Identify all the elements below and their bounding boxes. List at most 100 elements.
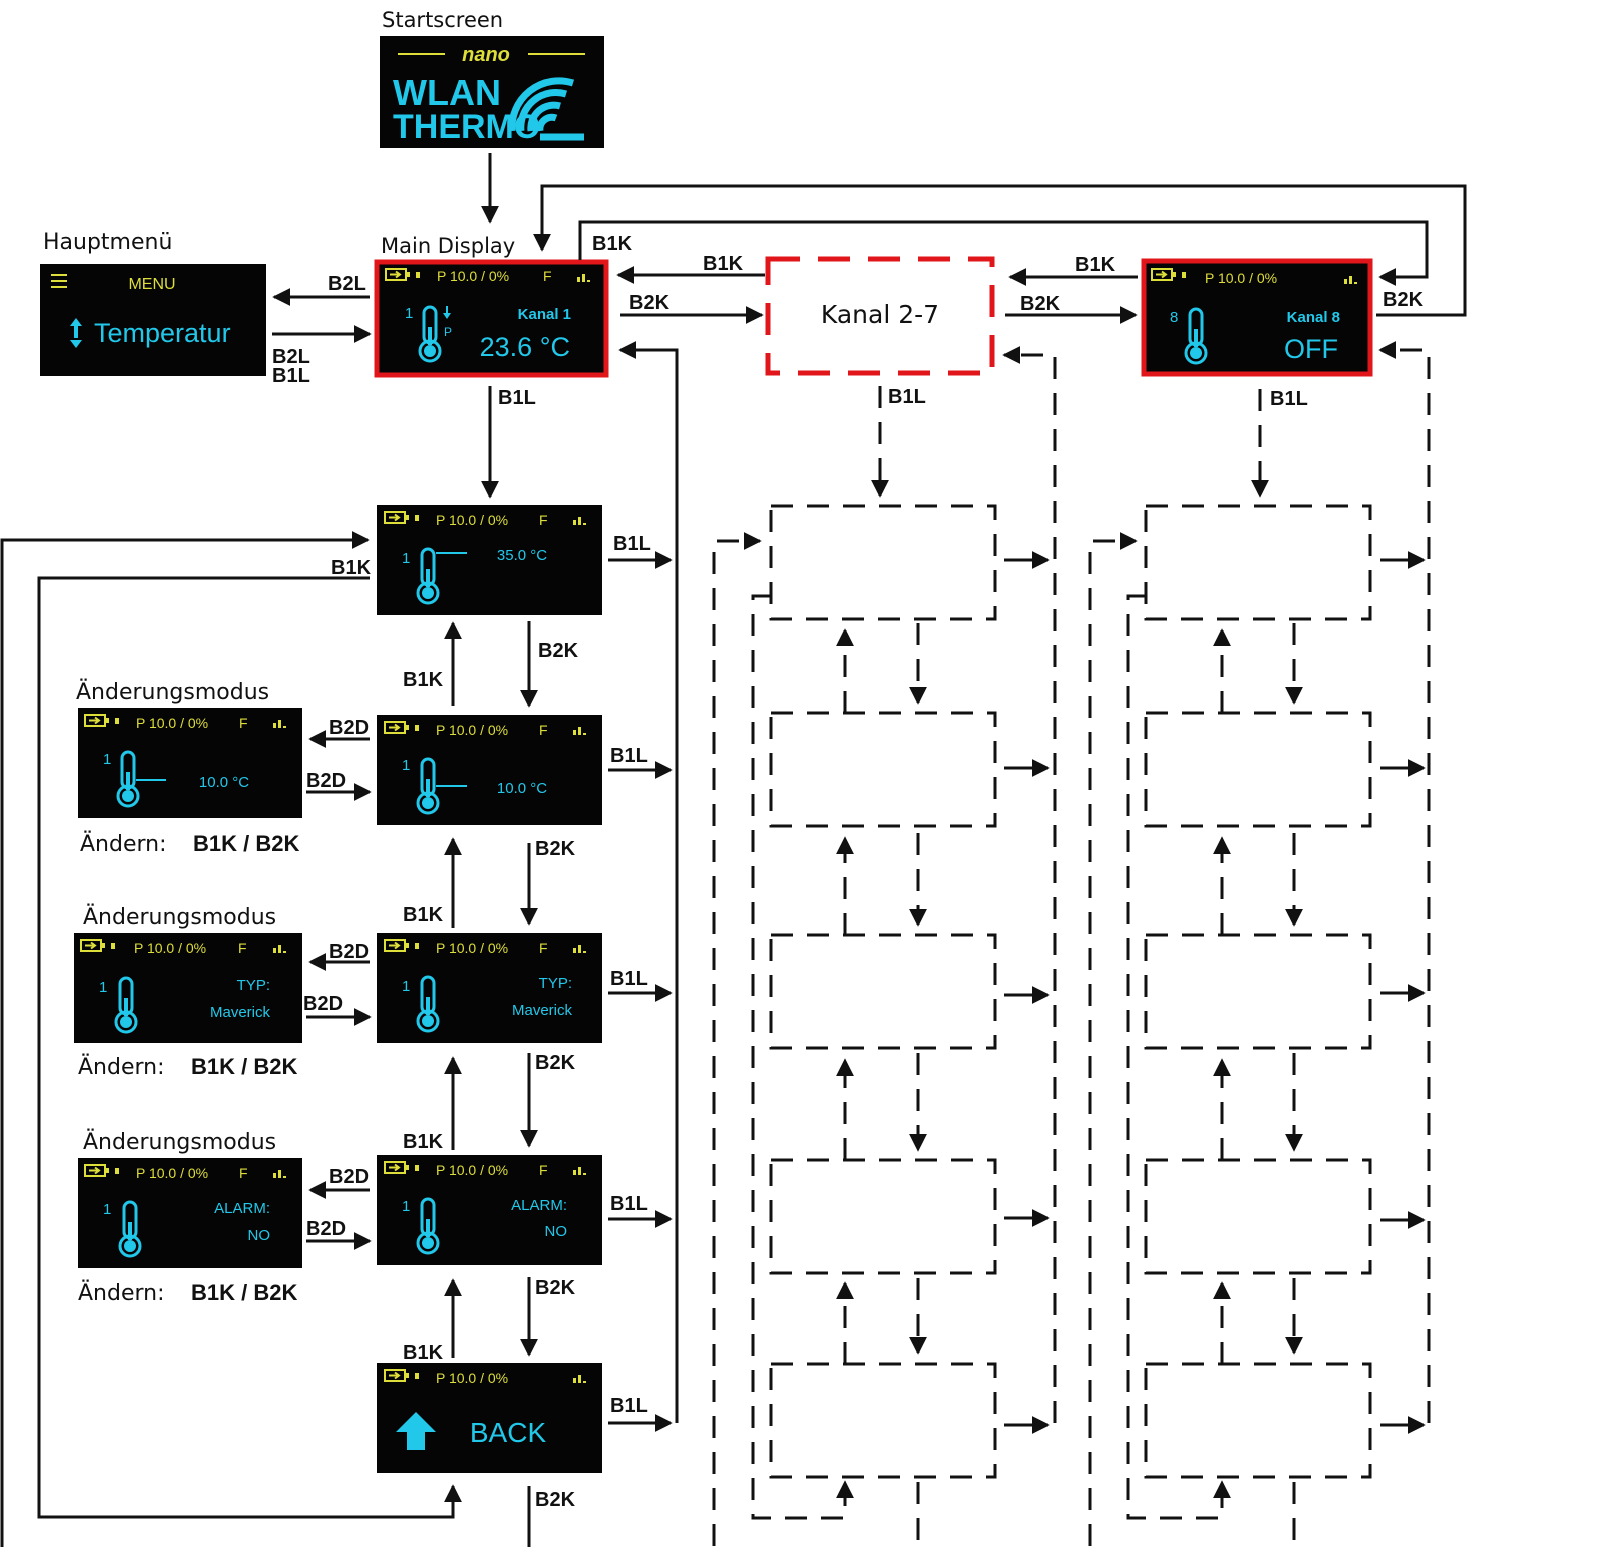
- key-label-b2d: B2D: [306, 1218, 346, 1240]
- startscreen-logo-wlan: WLAN: [393, 72, 501, 113]
- key-label-b1l: B1L: [610, 968, 648, 990]
- key-label-b2d: B2D: [306, 770, 346, 792]
- key-label-b2d: B2D: [329, 1166, 369, 1188]
- key-label-b2d: B2D: [329, 717, 369, 739]
- key-label-b1k: B1K: [331, 557, 372, 579]
- key-label-b1k: B1K: [403, 1342, 444, 1364]
- svg-text:P: P: [444, 325, 452, 339]
- probe-arrow-icon: P: [443, 306, 452, 339]
- key-label-b1l: B1L: [610, 1395, 648, 1417]
- placeholder-column-kanal-2-7: [712, 346, 1057, 1547]
- startscreen-screen: nano WLAN THERMO: [380, 36, 604, 148]
- key-label-b2l: B2L: [272, 346, 310, 368]
- wifi-logo-icon: [508, 77, 584, 141]
- main-display-temp: 23.6 °C: [480, 332, 570, 362]
- key-label-b2k: B2K: [1383, 289, 1424, 311]
- edit-change-label-3: Ändern:: [78, 1280, 165, 1306]
- screen-back: P 10.0 / 0% BACK: [377, 1363, 602, 1473]
- screen-alarm: P 10.0 / 0% F 1 ALARM: NO: [377, 1155, 602, 1265]
- screen-status: P 10.0 / 0%: [134, 940, 206, 956]
- kanal-8-status: P 10.0 / 0%: [1205, 270, 1277, 286]
- screen-channel-num: 1: [99, 979, 107, 996]
- edit-mode-caption-3: Änderungsmodus: [83, 1129, 276, 1155]
- screen-value: Maverick: [210, 1004, 271, 1021]
- key-label-b2k: B2K: [535, 838, 576, 860]
- screen-status: P 10.0 / 0%: [436, 512, 508, 528]
- hauptmenu-title: MENU: [128, 276, 175, 293]
- screen-label: ALARM:: [511, 1197, 567, 1214]
- screen-value: Maverick: [512, 1002, 573, 1019]
- edit-screen-typ: P 10.0 / 0% F 1 TYP: Maverick: [74, 933, 302, 1043]
- hauptmenu-caption: Hauptmenü: [43, 230, 172, 255]
- screen-flag: F: [539, 722, 548, 738]
- key-label-b2l: B2L: [328, 273, 366, 295]
- edit-screen-alarm: P 10.0 / 0% F 1 ALARM: NO: [78, 1158, 302, 1268]
- edit-change-keys-1: B1K / B2K: [193, 831, 299, 856]
- key-label-b1l: B1L: [610, 745, 648, 767]
- edit-change-keys-3: B1K / B2K: [191, 1280, 297, 1305]
- kanal-8-channel-num: 8: [1170, 309, 1178, 326]
- screen-flag: F: [539, 1162, 548, 1178]
- edit-mode-caption-1: Änderungsmodus: [76, 679, 269, 705]
- key-label-b2k: B2K: [538, 640, 579, 662]
- key-label-b1k: B1K: [403, 1131, 444, 1153]
- main-display-status: P 10.0 / 0%: [437, 268, 509, 284]
- key-label-b1k: B1K: [703, 253, 744, 275]
- screen-flag: F: [238, 940, 247, 956]
- key-label-b1k: B1K: [592, 233, 633, 255]
- screen-channel-num: 1: [103, 751, 111, 768]
- screen-typ: P 10.0 / 0% F 1 TYP: Maverick: [377, 933, 602, 1043]
- edit-screen-temp-min: P 10.0 / 0% F 1 10.0 °C: [78, 708, 302, 818]
- main-display-caption: Main Display: [381, 234, 515, 258]
- screen-flag: F: [239, 1165, 248, 1181]
- key-label-b2k: B2K: [629, 292, 670, 314]
- screen-channel-num: 1: [402, 550, 410, 567]
- screen-value: NO: [545, 1223, 568, 1240]
- startscreen-caption: Startscreen: [382, 8, 503, 32]
- hauptmenu-screen: MENU Temperatur: [40, 264, 266, 376]
- key-label-b2k: B2K: [1020, 293, 1061, 315]
- key-label-b2d: B2D: [303, 993, 343, 1015]
- kanal-2-7-box: [765, 256, 995, 376]
- screen-temp-min: P 10.0 / 0% F 1 10.0 °C: [377, 715, 602, 825]
- key-label-b1l: B1L: [1270, 388, 1308, 410]
- key-label-b1k: B1K: [1075, 254, 1116, 276]
- screen-status: P 10.0 / 0%: [436, 940, 508, 956]
- kanal-8-channel-label: Kanal 8: [1287, 309, 1340, 326]
- key-label-b2k: B2K: [535, 1277, 576, 1299]
- key-label-b1k: B1K: [403, 904, 444, 926]
- placeholder-exit-arrows: [1004, 551, 1426, 1434]
- key-label-b1l: B1L: [613, 533, 651, 555]
- key-label-b1l: B1L: [888, 386, 926, 408]
- edit-mode-caption-2: Änderungsmodus: [83, 904, 276, 930]
- screen-flag: F: [239, 715, 248, 731]
- key-label-b2k: B2K: [535, 1489, 576, 1511]
- screen-label: ALARM:: [214, 1200, 270, 1217]
- main-display-flag: F: [543, 268, 552, 284]
- key-labels: B1K B2L B2L B1L B1K B2K B1K B2K B2K B1L …: [272, 233, 1424, 1511]
- screen-value: NO: [248, 1227, 271, 1244]
- screen-channel-num: 1: [402, 978, 410, 995]
- up-down-arrow-icon: [70, 318, 82, 348]
- screen-channel-num: 1: [103, 1201, 111, 1218]
- screen-status: P 10.0 / 0%: [436, 722, 508, 738]
- screen-label: TYP:: [237, 977, 270, 994]
- kanal-2-7-label: Kanal 2-7: [821, 300, 939, 329]
- edit-change-label-1: Ändern:: [80, 831, 167, 857]
- screen-label: TYP:: [539, 975, 572, 992]
- key-label-b1l: B1L: [272, 365, 310, 387]
- screen-label: BACK: [470, 1417, 547, 1448]
- screen-channel-num: 1: [402, 757, 410, 774]
- screen-flag: F: [539, 940, 548, 956]
- screen-temp-max: P 10.0 / 0% F 1 35.0 °C: [377, 505, 602, 615]
- screen-status: P 10.0 / 0%: [436, 1162, 508, 1178]
- screen-channel-num: 1: [402, 1198, 410, 1215]
- screen-status: P 10.0 / 0%: [436, 1370, 508, 1386]
- kanal-8-value: OFF: [1284, 334, 1338, 364]
- key-label-b1l: B1L: [610, 1193, 648, 1215]
- key-label-b1l: B1L: [498, 387, 536, 409]
- screen-status: P 10.0 / 0%: [136, 715, 208, 731]
- edit-change-label-2: Ändern:: [78, 1054, 165, 1080]
- key-label-b2k: B2K: [535, 1052, 576, 1074]
